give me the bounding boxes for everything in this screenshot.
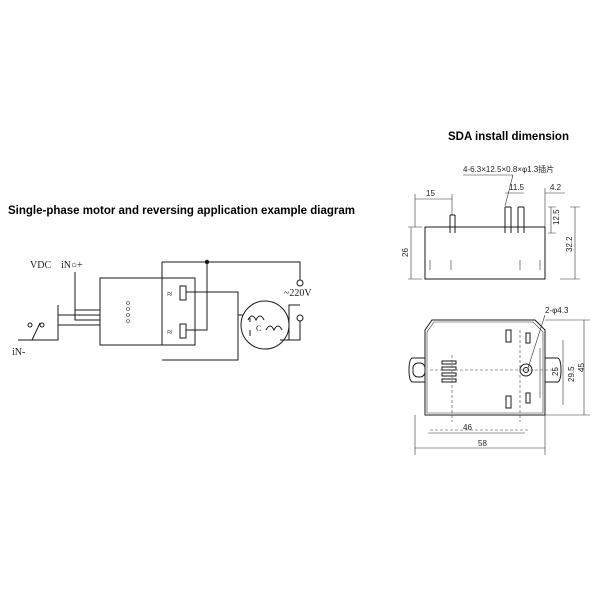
dim-32-2: 32.2 [565, 236, 574, 252]
ssr-module [99, 277, 196, 346]
dim-45: 45 [577, 363, 586, 372]
dim-29-5: 29.5 [567, 366, 576, 382]
pin-spec-label: 4-6.3×12.5×0.8×φ1.3插片 [463, 164, 554, 174]
capacitor-label: C [256, 324, 261, 333]
motor-symbol [240, 300, 290, 350]
input-switch [18, 305, 59, 341]
motor-title: Single-phase motor and reversing applica… [8, 205, 355, 217]
in-minus-label: iN- [12, 347, 25, 358]
dim-4-2: 4.2 [550, 183, 562, 192]
ac-voltage-label: ~220V [284, 288, 312, 299]
in-plus-label: iN○+ [61, 260, 83, 271]
dim-25: 25 [551, 367, 560, 376]
top-view: 2-φ4.3 25 29.5 45 46 [408, 306, 590, 455]
dim-46: 46 [463, 423, 472, 432]
vdc-label: VDC [30, 260, 51, 271]
motor-circuit: VDC iN○+ iN- ~220V ≈ ≈ [12, 259, 312, 361]
side-view: 4-6.3×12.5×0.8×φ1.3插片 15 11.5 4.2 12.5 2… [401, 164, 580, 280]
dim-11-5: 11.5 [509, 183, 525, 192]
dim-12-5: 12.5 [552, 209, 561, 225]
install-title: SDA install dimension [448, 131, 569, 143]
dim-15: 15 [426, 189, 435, 198]
hole-spec-label: 2-φ4.3 [545, 306, 569, 315]
dim-58: 58 [478, 439, 487, 448]
dim-26: 26 [401, 248, 410, 257]
side-view-body [424, 226, 546, 280]
ssr-bottom-symbol: ≈ [167, 327, 173, 338]
ssr-top-symbol: ≈ [167, 289, 173, 300]
